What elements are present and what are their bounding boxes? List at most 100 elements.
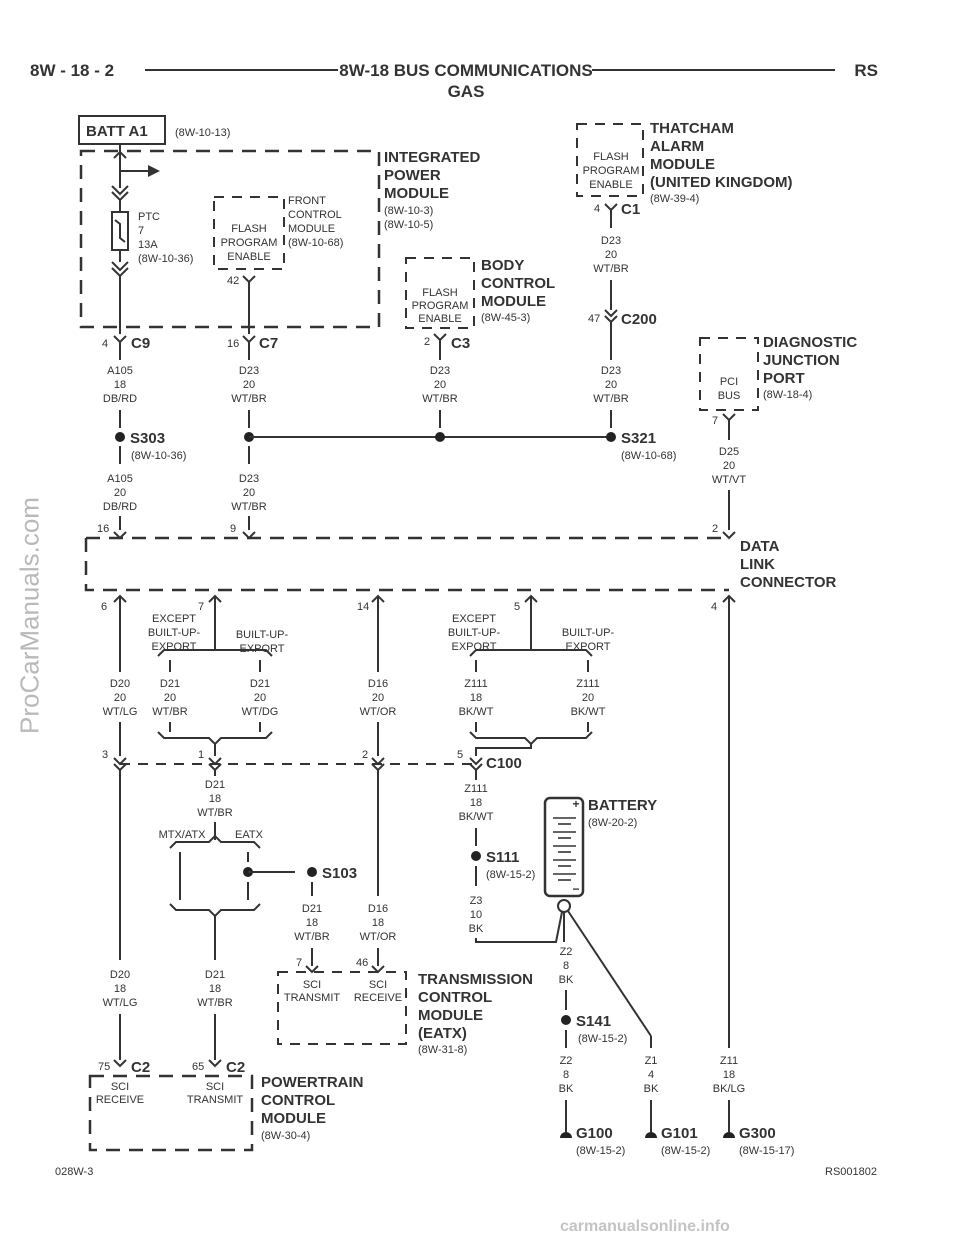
- fcm-flash-text-3: ENABLE: [227, 251, 270, 263]
- dlc-pin-14: 14: [357, 601, 369, 613]
- ptc-number: 7: [138, 225, 144, 237]
- d23-c7-bot-color: WT/BR: [231, 501, 266, 513]
- option-b-except-2: BUILT-UP-: [448, 627, 501, 639]
- bottom-watermark: carmanualsonline.info: [560, 1218, 730, 1235]
- bcm-flash-text-1: FLASH: [422, 287, 458, 299]
- d20-top-gauge: 20: [114, 692, 126, 704]
- pcm-sci-transmit-1: SCI: [206, 1081, 224, 1093]
- page-title: 8W-18 BUS COMMUNICATIONS: [339, 61, 592, 80]
- bcm-flash-text-2: PROGRAM: [412, 300, 469, 312]
- c7-pin: 16: [227, 338, 239, 350]
- z1-gauge: 4: [648, 1069, 654, 1081]
- s321-dot: [606, 432, 616, 442]
- ipm-title-1: INTEGRATED: [384, 149, 481, 166]
- c2a-label: C2: [131, 1059, 150, 1076]
- djp-ref: (8W-18-4): [763, 389, 812, 401]
- pcm-title-2: CONTROL: [261, 1092, 335, 1109]
- s321-ref: (8W-10-68): [621, 450, 676, 462]
- footer-figure-id: 028W-3: [55, 1166, 93, 1178]
- side-watermark: ProCarManuals.com: [14, 497, 45, 734]
- dlc-title-2: LINK: [740, 556, 775, 573]
- c7-label: C7: [259, 335, 278, 352]
- d21-bot-circuit: D21: [205, 969, 225, 981]
- a105-top-circuit: A105: [107, 365, 133, 377]
- d20-top-circuit: D20: [110, 678, 130, 690]
- z111-a-gauge: 18: [470, 692, 482, 704]
- pcm-title-1: POWERTRAIN: [261, 1074, 364, 1091]
- bcm-title-1: BODY: [481, 257, 524, 274]
- g300-ground-icon: [723, 1132, 735, 1138]
- bcm-ref: (8W-45-3): [481, 312, 530, 324]
- d23-c3-color: WT/BR: [422, 393, 457, 405]
- bcm-title-3: MODULE: [481, 293, 546, 310]
- d21-b-color: WT/DG: [242, 706, 279, 718]
- footer-doc-id: RS001802: [825, 1166, 877, 1178]
- z2-top-circuit: Z2: [560, 946, 573, 958]
- djp-title-1: DIAGNOSTIC: [763, 334, 857, 351]
- dlc-body: [84, 538, 729, 592]
- fcm-title-3: MODULE: [288, 223, 335, 235]
- d21-a-gauge: 20: [164, 692, 176, 704]
- d23-c1-color: WT/BR: [593, 263, 628, 275]
- c9-pin: 4: [102, 338, 108, 350]
- dlc-title-1: DATA: [740, 538, 780, 555]
- z2-top-gauge: 8: [563, 960, 569, 972]
- z111-b-gauge: 20: [582, 692, 594, 704]
- tam-title-3: MODULE: [650, 156, 715, 173]
- z111-a-color: BK/WT: [459, 706, 494, 718]
- z11-gauge: 18: [723, 1069, 735, 1081]
- g100-label: G100: [576, 1125, 613, 1142]
- battery-terminal-icon: [557, 899, 571, 913]
- eatx-label: EATX: [235, 829, 264, 841]
- s111-dot: [471, 851, 481, 861]
- c100-pin-3: 3: [102, 749, 108, 761]
- d21-mid-color: WT/BR: [197, 807, 232, 819]
- battery-plus-icon: +: [572, 797, 579, 811]
- option-split-b: [469, 649, 593, 657]
- option-b-except-1: EXCEPT: [452, 613, 496, 625]
- d21-bot-gauge: 18: [209, 983, 221, 995]
- s303-ref: (8W-10-36): [131, 450, 186, 462]
- tcm-pin-7: 7: [296, 957, 302, 969]
- dlc-pin-7: 7: [198, 601, 204, 613]
- c100-label: C100: [486, 755, 522, 772]
- d21-mid-gauge: 18: [209, 793, 221, 805]
- d20-bot-color: WT/LG: [103, 997, 138, 1009]
- tam-title-2: ALARM: [650, 138, 704, 155]
- ipm-ref-1: (8W-10-3): [384, 205, 433, 217]
- d23-c7-color: WT/BR: [231, 393, 266, 405]
- z111-a-circuit: Z111: [464, 678, 487, 690]
- pcm-sci-receive-1: SCI: [111, 1081, 129, 1093]
- dlc-pin-4: 4: [711, 601, 717, 613]
- section-code: RS: [854, 61, 878, 80]
- a105-top-color: DB/RD: [103, 393, 137, 405]
- d21-bot-color: WT/BR: [197, 997, 232, 1009]
- batt-a1-ref: (8W-10-13): [175, 127, 230, 139]
- s321-label: S321: [621, 430, 656, 447]
- ptc-ref: (8W-10-36): [138, 253, 193, 265]
- z2-bot-circuit: Z2: [560, 1055, 573, 1067]
- c2a-pin: 75: [98, 1061, 110, 1073]
- c100-pin-5: 5: [457, 749, 463, 761]
- s103-label: S103: [322, 865, 357, 882]
- d16-top-color: WT/OR: [360, 706, 397, 718]
- d25-gauge: 20: [723, 460, 735, 472]
- djp-title-3: PORT: [763, 370, 805, 387]
- d20-bot-circuit: D20: [110, 969, 130, 981]
- c100-pin-2: 2: [362, 749, 368, 761]
- option-a-built-1: BUILT-UP-: [236, 629, 289, 641]
- tam-title-4: (UNITED KINGDOM): [650, 174, 793, 191]
- a105-top-gauge: 18: [114, 379, 126, 391]
- page-subtitle: GAS: [448, 82, 485, 101]
- d21-s103-circuit: D21: [302, 903, 322, 915]
- bcm-title-2: CONTROL: [481, 275, 555, 292]
- dlc-pin-5: 5: [514, 601, 520, 613]
- ptc-label: PTC: [138, 211, 160, 223]
- z1-wire: [567, 910, 652, 1037]
- c100-pin-1: 1: [198, 749, 204, 761]
- tcm-sci-receive-1: SCI: [369, 979, 387, 991]
- dlc-title-3: CONNECTOR: [740, 574, 837, 591]
- option-join-b: [469, 731, 593, 746]
- c1-label: C1: [621, 201, 640, 218]
